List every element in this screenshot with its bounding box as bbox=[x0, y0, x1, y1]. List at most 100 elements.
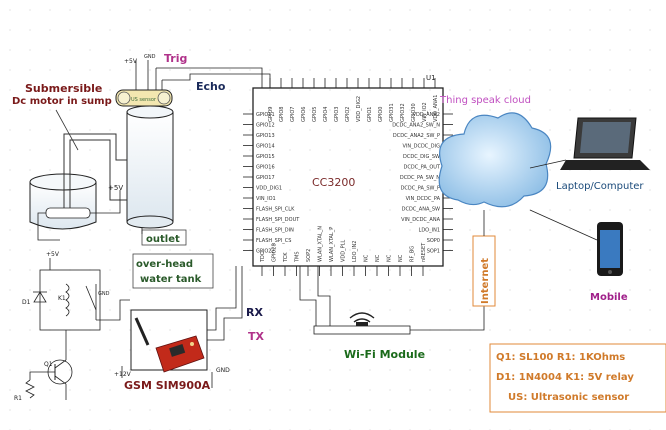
plus5v-relay: +5V bbox=[46, 251, 60, 258]
gsm-label: GSM SIM900A bbox=[124, 379, 211, 392]
pin-bottom-label: TCK bbox=[283, 252, 289, 263]
submersible-label-1: Submersible bbox=[25, 82, 102, 95]
pin-right-label: DCDC_DIG_SW bbox=[403, 154, 440, 160]
legend-line-2: D1: 1N4004 K1: 5V relay bbox=[496, 372, 634, 383]
mobile-label: Mobile bbox=[590, 292, 628, 303]
plus12v-label: +12V bbox=[114, 371, 132, 378]
pin-top-label: GPIO30 bbox=[411, 103, 417, 122]
legend-line-3: US: Ultrasonic sensor bbox=[508, 392, 629, 403]
pin-top-label: GPIO2 bbox=[345, 107, 351, 122]
overhead-label-1: over-head bbox=[136, 259, 193, 270]
k1-label: K1 bbox=[58, 295, 66, 302]
gsm-module: +12V GND GSM SIM900A RX TX bbox=[114, 266, 265, 392]
chip-name: CC3200 bbox=[312, 176, 355, 189]
r1-label: R1 bbox=[14, 395, 22, 402]
component-legend: Q1: SL100 R1: 1KOhms D1: 1N4004 K1: 5V r… bbox=[489, 343, 666, 413]
pin-top-label: GPIO0 bbox=[378, 107, 384, 122]
pin-top-label: GPIO9 bbox=[268, 107, 274, 122]
pin-top-label: GPIO7 bbox=[290, 107, 296, 122]
cloud: Thing speak cloud bbox=[438, 95, 552, 208]
trig-label: Trig bbox=[164, 52, 187, 65]
pin-top-label: VDD_ANA1 bbox=[433, 95, 439, 122]
pin-top-label: GPIO32 bbox=[400, 103, 406, 122]
pin-bottom-label: SOP2 bbox=[306, 249, 312, 262]
relay-driver: +5V D1 K1 GND Q1 R1 bbox=[14, 251, 130, 402]
cloud-label: Thing speak cloud bbox=[439, 95, 531, 106]
pin-left-label: VDD_DIG1 bbox=[256, 186, 282, 192]
pin-right-label: DCDC_PA_SW_N bbox=[400, 175, 440, 181]
submersible-label-2: Dc motor in sump bbox=[12, 96, 112, 107]
pin-top-label: GPIO1 bbox=[367, 107, 373, 122]
pin-left-label: GPIO14 bbox=[256, 144, 275, 150]
pin-top-label: GPIO6 bbox=[301, 107, 307, 122]
pin-bottom-label: GPIO28 bbox=[272, 243, 278, 262]
pin-left-label: GPIO15 bbox=[256, 154, 275, 160]
laptop: Laptop/Computer bbox=[529, 117, 650, 192]
pin-bottom-label: NC bbox=[398, 254, 404, 262]
pin-bottom-label: TMS bbox=[295, 251, 301, 263]
pin-top-label: GPIO31 bbox=[389, 103, 395, 122]
pin-left-label: GPIO13 bbox=[256, 133, 275, 139]
pin-left-label: GPIO22 bbox=[256, 249, 275, 255]
pin-bottom-label: nRESET bbox=[421, 242, 427, 262]
pin-right-label: SOP0 bbox=[427, 238, 440, 244]
echo-label: Echo bbox=[196, 80, 226, 93]
legend-line-1: Q1: SL100 R1: 1KOhms bbox=[496, 352, 625, 363]
pin-top-label: GPIO8 bbox=[279, 107, 285, 122]
internet-label: Internet bbox=[480, 258, 491, 304]
pin-left-label: GPIO16 bbox=[256, 165, 275, 171]
d1-label: D1 bbox=[22, 299, 31, 306]
overhead-tank: +5V outlet over-head water tank bbox=[108, 105, 214, 289]
pin-right-label: DCDC_ANA2_SW_N bbox=[392, 123, 440, 129]
pin-right-label: LDO_IN1 bbox=[419, 228, 440, 234]
pin-left-label: VIN_IO1 bbox=[256, 196, 276, 202]
pin-top-label: GPIO5 bbox=[312, 107, 318, 122]
q1-label: Q1 bbox=[44, 361, 53, 368]
laptop-label: Laptop/Computer bbox=[556, 181, 644, 192]
pin-bottom-label: WLAN_XTAL_P bbox=[329, 227, 335, 262]
pin-right-label: SOP1 bbox=[427, 249, 440, 255]
pin-right-label: VDD_ANA2 bbox=[413, 112, 440, 118]
pin-bottom-label: NC bbox=[364, 254, 370, 262]
ultrasonic-label: US sensor bbox=[131, 97, 157, 103]
pin-top-label: GPIO4 bbox=[323, 107, 329, 122]
pin-right-label: DCDC_ANA_SW bbox=[402, 207, 440, 213]
wifi-module: Wi-Fi Module bbox=[299, 266, 485, 361]
pin-bottom-label: NC bbox=[375, 254, 381, 262]
pin-right-label: DCDC_ANA2_SW_P bbox=[393, 133, 440, 139]
ultrasonic-sensor: US sensor +5V GND Trig Echo bbox=[115, 52, 271, 107]
outlet-label: outlet bbox=[146, 234, 180, 245]
internet-link: Internet bbox=[472, 210, 496, 307]
pin-bottom-label: RF_BG bbox=[410, 246, 416, 262]
pin-left-label: GPIO11 bbox=[256, 112, 275, 118]
pin-left-label: FLASH_SPI_CS bbox=[256, 238, 291, 244]
plus5v-top: +5V bbox=[124, 58, 138, 65]
gnd-gsm: GND bbox=[216, 367, 230, 374]
tx-label: TX bbox=[248, 330, 265, 343]
mobile-phone: Mobile bbox=[529, 209, 628, 303]
pin-bottom-label: VDD_PLL bbox=[341, 240, 347, 262]
pin-left-label: FLASH_SPI_DOUT bbox=[256, 217, 300, 223]
chip-ref: U1 bbox=[426, 74, 436, 82]
pin-left-label: GPIO17 bbox=[256, 175, 275, 181]
pin-bottom-label: LDO_IN2 bbox=[352, 241, 358, 262]
pin-right-label: VIN_DCDC_PA bbox=[406, 196, 441, 202]
gnd-top: GND bbox=[144, 54, 156, 60]
pin-bottom-label: TDO bbox=[260, 251, 266, 263]
overhead-label-2: water tank bbox=[140, 274, 202, 285]
sump-pump: Submersible Dc motor in sump bbox=[12, 82, 127, 241]
pin-right-label: VIN_DCDC_DIG bbox=[402, 144, 440, 150]
gnd-relay: GND bbox=[98, 291, 110, 297]
pin-top-label: GPIO3 bbox=[334, 107, 340, 122]
pin-bottom-label: WLAN_XTAL_N bbox=[318, 226, 324, 262]
pin-right-label: VIN_DCDC_ANA bbox=[401, 217, 440, 223]
pin-top-label: VDD_DIG2 bbox=[356, 96, 362, 122]
rx-label: RX bbox=[246, 306, 263, 319]
pin-left-label: FLASH_SPI_CLK bbox=[256, 207, 295, 213]
pin-bottom-label: NC bbox=[387, 254, 393, 262]
pin-right-label: DCDC_PA_SW_P bbox=[401, 186, 440, 192]
plus5v-mid: +5V bbox=[108, 184, 123, 192]
pin-left-label: GPIO12 bbox=[256, 123, 275, 129]
